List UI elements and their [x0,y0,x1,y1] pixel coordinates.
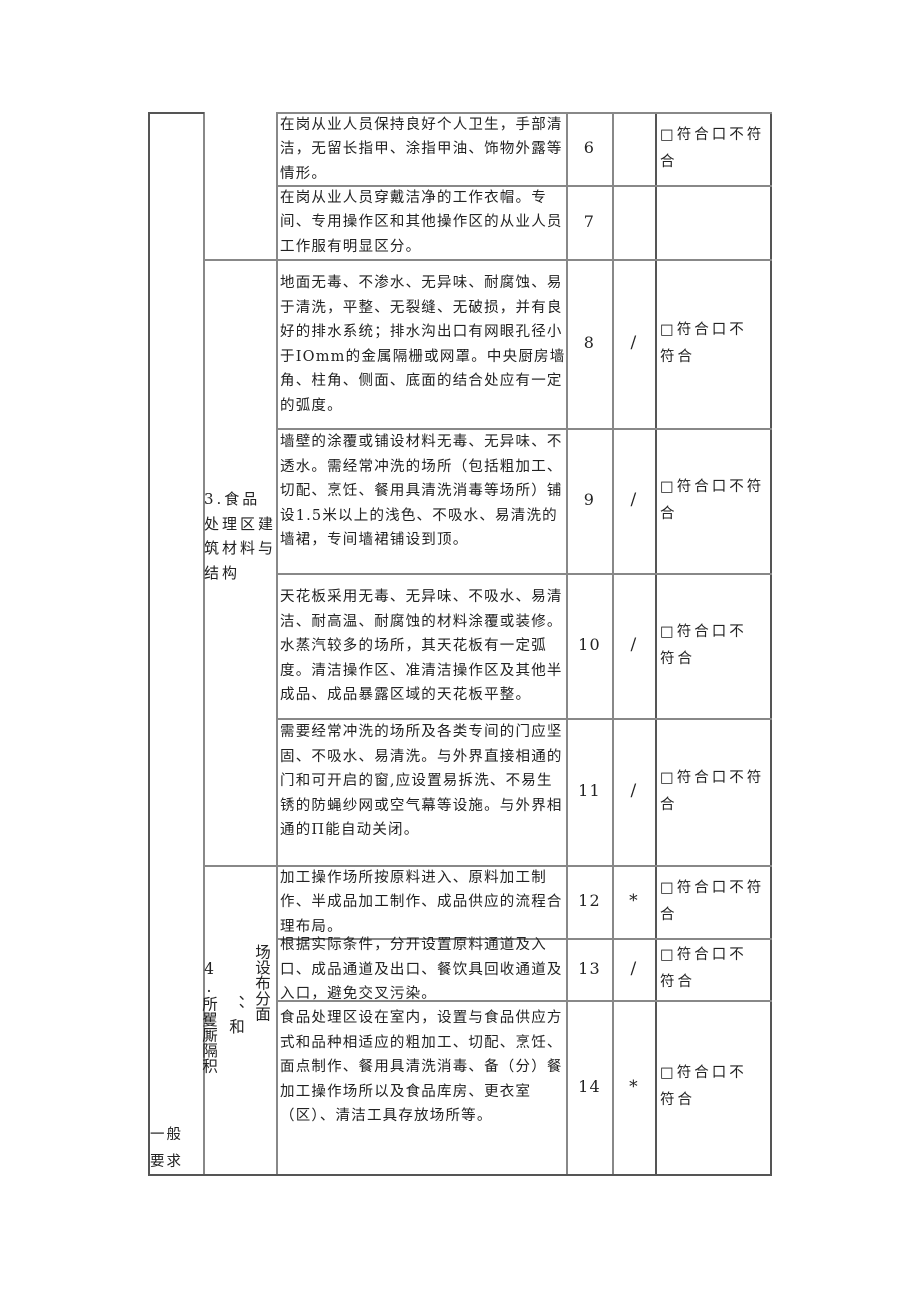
row-divider [276,1000,772,1002]
table-row-7-description: 在岗从业人员穿戴洁净的工作衣帽。专间、专用操作区和其他操作区的从业人员工作服有明… [280,189,563,255]
table-row-14-description: 食品处理区设在室内，设置与食品供应方式和品种相适应的粗加工、切配、烹饪、面点制作… [280,1010,563,1124]
row-divider [276,938,772,940]
table-row-9-mark: / [630,490,638,511]
table-row-14-mark: * [629,1076,639,1097]
category-4-col2: 、、和 [227,995,245,1034]
table-border-left [148,112,150,1175]
section-label-line1: 一般 [150,1127,183,1143]
row-divider [276,573,772,575]
row-divider [203,865,772,867]
row-divider [276,718,772,720]
table-row-6-result-checkbox[interactable]: □符合口不符合 [660,126,765,170]
col-divider-2 [276,112,278,1175]
table-border-right [770,112,772,1175]
col-divider-4 [612,112,614,1175]
table-row-14-number: 14 [578,1076,601,1096]
table-row-12-result-checkbox[interactable]: □符合口不符合 [660,879,765,923]
table-row-10-result-checkbox[interactable]: □符合口不符合 [660,623,747,667]
table-border-top-left [148,112,204,114]
table-row-8-number: 8 [583,333,596,353]
table-row-11-number: 11 [578,781,601,801]
category-3-label: 3.食品处理区建筑材料与结构 [204,490,277,582]
table-row-9-number: 9 [583,490,596,510]
table-row-10-description: 天花板采用无毒、无异味、不吸水、易清洁、耐高温、耐腐蚀的材料涂覆或装修。水蒸汽较… [280,589,563,704]
row-divider [276,185,772,187]
section-label-line2: 要求 [150,1154,183,1170]
table-row-8-mark: / [630,333,638,354]
table-border-top-right [276,112,772,114]
table-row-10-mark: / [630,635,638,656]
col-divider-3 [566,112,568,1175]
table-row-6-mark [613,112,655,185]
table-row-13-result-checkbox[interactable]: □符合口不符合 [660,947,747,990]
table-row-7-mark [613,185,655,259]
table-row-13-mark: / [630,958,638,979]
table-row-8-result-checkbox[interactable]: □符合口不符合 [660,321,747,365]
table-row-13-description: 根据实际条件，分开设置原料通道及入口、成品通道及出口、餐饮具回收通道及入口，避免… [280,937,563,1003]
table-row-10-number: 10 [578,635,601,655]
table-row-11-description: 需要经常冲洗的场所及各类专间的门应坚固、不吸水、易清洗。与外界直接相通的门和可开… [280,724,563,838]
table-row-11-result-checkbox[interactable]: □符合口不符合 [660,769,765,813]
table-row-6-description: 在岗从业人员保持良好个人卫生，手部清洁，无留长指甲、涂指甲油、饰物外露等情形。 [280,116,563,182]
table-row-6-number: 6 [583,138,596,158]
table-row-12-mark: * [629,891,639,912]
table-row-9-result-checkbox[interactable]: □符合口不符合 [660,478,765,522]
table-row-7-result-checkbox[interactable] [657,185,771,259]
table-row-12-description: 加工操作场所按原料进入、原料加工制作、半成品加工制作、成品供应的流程合理布局。 [280,869,563,935]
row-divider [276,428,772,430]
table-row-11-mark: / [630,781,638,802]
col-divider-5 [655,112,657,1175]
table-row-13-number: 13 [578,958,601,978]
table-border-bottom [148,1174,772,1176]
category-4-col1: 4.所矍厮隔积 [200,960,218,1074]
section-label-general: 一般 要求 [150,1122,202,1176]
row-divider [203,259,772,261]
category-4-col3: 场设布分面 [253,944,271,1022]
col-divider-1 [203,112,205,1175]
table-row-12-number: 12 [578,891,601,911]
table-row-9-description: 墙壁的涂覆或铺设材料无毒、无异味、不透水。需经常冲洗的场所（包括粗加工、切配、烹… [280,434,563,548]
table-row-14-result-checkbox[interactable]: □符合口不符合 [660,1065,747,1108]
table-row-7-number: 7 [583,211,596,231]
table-row-8-description: 地面无毒、不渗水、无异味、耐腐蚀、易于清洗，平整、无裂缝、无破损，并有良好的排水… [280,275,566,414]
